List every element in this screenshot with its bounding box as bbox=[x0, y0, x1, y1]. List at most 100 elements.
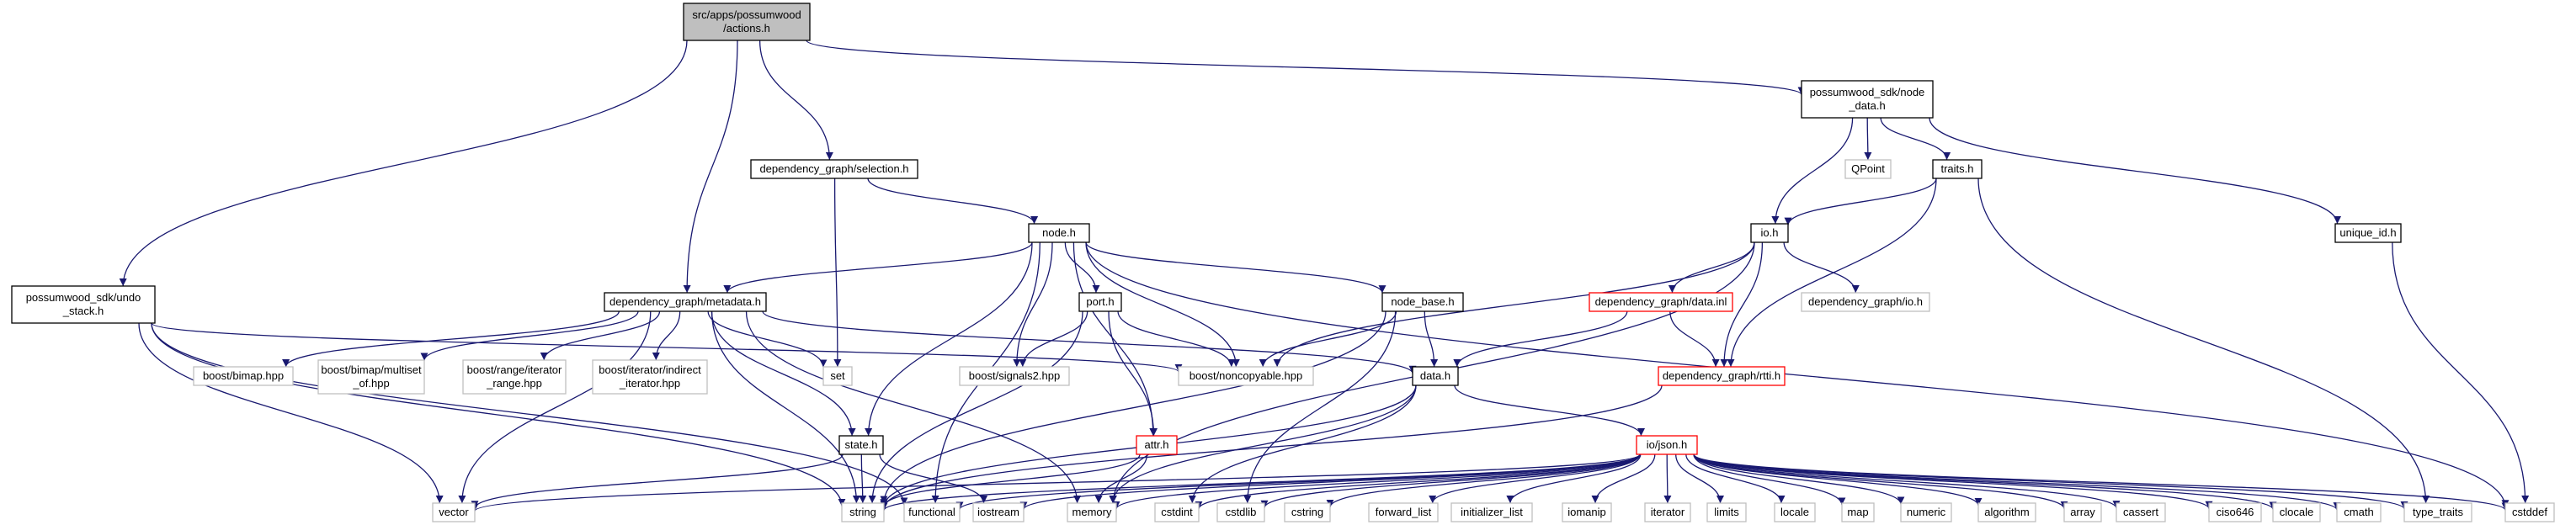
node-label: type_traits bbox=[2413, 506, 2463, 518]
node-box bbox=[1562, 502, 1612, 522]
node-data-inl[interactable]: dependency_graph/data.inl bbox=[1589, 292, 1733, 312]
node-box bbox=[1284, 502, 1331, 522]
edge-state_h-to-string bbox=[859, 453, 867, 504]
node-limits[interactable]: limits bbox=[1706, 502, 1747, 522]
node-box bbox=[1644, 502, 1691, 522]
node-box bbox=[1154, 502, 1200, 522]
node-label: cstdint bbox=[1161, 506, 1193, 518]
node-label: numeric bbox=[1907, 506, 1946, 518]
node-state-h[interactable]: state.h bbox=[838, 435, 884, 455]
node-set[interactable]: set bbox=[822, 366, 853, 386]
edge-data_inl-to-data_h bbox=[1453, 310, 1628, 368]
edge-node_data-to-traits_h bbox=[1880, 117, 1951, 161]
edge-io_h-to-dg_io bbox=[1783, 241, 1860, 294]
node-memory[interactable]: memory bbox=[1067, 502, 1117, 522]
edge-actions-to-metadata bbox=[683, 40, 738, 294]
node-label: unique_id.h bbox=[2339, 226, 2396, 239]
node-io-json-h[interactable]: io/json.h bbox=[1636, 435, 1698, 455]
node-map[interactable]: map bbox=[1841, 502, 1875, 522]
node-boost-bimap[interactable]: boost/bimap.hpp bbox=[193, 366, 294, 386]
node-box bbox=[604, 292, 767, 312]
node-box bbox=[841, 502, 885, 522]
node-label: src/apps/possumwood bbox=[692, 8, 801, 21]
node-cstdlib[interactable]: cstdlib bbox=[1216, 502, 1265, 522]
node-port-h[interactable]: port.h bbox=[1078, 292, 1122, 312]
node-qpoint[interactable]: QPoint bbox=[1844, 159, 1892, 179]
node-cstddef[interactable]: cstddef bbox=[2504, 502, 2555, 522]
node-algorithm[interactable]: algorithm bbox=[1977, 502, 2036, 522]
node-iterator[interactable]: iterator bbox=[1644, 502, 1691, 522]
node-data-h[interactable]: data.h bbox=[1412, 366, 1459, 386]
node-label: clocale bbox=[2280, 506, 2313, 518]
edge-metadata-to-bimap_multiset bbox=[420, 310, 639, 361]
node-box bbox=[750, 159, 918, 179]
node-label: attr.h bbox=[1145, 438, 1169, 451]
edge-data_inl-to-rtti_h bbox=[1669, 310, 1720, 368]
node-iostream[interactable]: iostream bbox=[972, 502, 1025, 522]
node-box bbox=[2272, 502, 2321, 522]
node-box bbox=[2063, 502, 2102, 522]
node-box bbox=[1774, 502, 1816, 522]
edge-io_json-to-functional bbox=[955, 453, 1641, 511]
node-cmath[interactable]: cmath bbox=[2336, 502, 2382, 522]
edge-attr_h-to-string bbox=[880, 453, 1141, 507]
node-label: dependency_graph/io.h bbox=[1808, 295, 1923, 308]
node-ciso646[interactable]: ciso646 bbox=[2208, 502, 2262, 522]
node-actions-h[interactable]: src/apps/possumwood/actions.h bbox=[683, 3, 811, 41]
node-boost-indirect-iterator[interactable]: boost/iterator/indirect_iterator.hpp bbox=[592, 359, 708, 395]
node-attr-h[interactable]: attr.h bbox=[1136, 435, 1178, 455]
node-label: QPoint bbox=[1851, 162, 1885, 175]
node-rtti-h[interactable]: dependency_graph/rtti.h bbox=[1658, 366, 1786, 386]
edge-io_json-to-forward_list bbox=[1429, 453, 1641, 504]
node-box bbox=[683, 3, 811, 41]
node-label: cstddef bbox=[2512, 506, 2547, 518]
node-label: io.h bbox=[1761, 226, 1779, 239]
node-box bbox=[1067, 502, 1117, 522]
edge-actions-to-selection bbox=[758, 40, 833, 161]
node-box bbox=[1844, 159, 1892, 179]
node-box bbox=[1977, 502, 2036, 522]
node-functional[interactable]: functional bbox=[903, 502, 961, 522]
node-forward-list[interactable]: forward_list bbox=[1368, 502, 1439, 522]
node-io-h[interactable]: io.h bbox=[1750, 223, 1789, 243]
node-clocale[interactable]: clocale bbox=[2272, 502, 2321, 522]
node-array[interactable]: array bbox=[2063, 502, 2102, 522]
node-boost-signals2[interactable]: boost/signals2.hpp bbox=[959, 366, 1070, 386]
node-type-traits[interactable]: type_traits bbox=[2403, 502, 2472, 522]
node-boost-bimap-multiset[interactable]: boost/bimap/multiset_of.hpp bbox=[317, 359, 425, 395]
node-undo-stack-h[interactable]: possumwood_sdk/undo_stack.h bbox=[11, 285, 156, 324]
node-label: algorithm bbox=[1984, 506, 2029, 518]
node-metadata-h[interactable]: dependency_graph/metadata.h bbox=[604, 292, 767, 312]
node-label: boost/bimap.hpp bbox=[203, 369, 284, 382]
node-node-data-h[interactable]: possumwood_sdk/node_data.h bbox=[1801, 80, 1934, 119]
node-iomanip[interactable]: iomanip bbox=[1562, 502, 1612, 522]
node-cassert[interactable]: cassert bbox=[2116, 502, 2166, 522]
node-node-h[interactable]: node.h bbox=[1028, 223, 1090, 243]
node-node-base-h[interactable]: node_base.h bbox=[1381, 292, 1464, 312]
node-box bbox=[11, 285, 156, 324]
node-string[interactable]: string bbox=[841, 502, 885, 522]
node-initializer-list[interactable]: initializer_list bbox=[1450, 502, 1533, 522]
node-traits-h[interactable]: traits.h bbox=[1932, 159, 1983, 179]
edge-node_h-to-attr_h bbox=[1072, 241, 1158, 437]
edge-node_h-to-port_h bbox=[1064, 241, 1100, 294]
node-box bbox=[1216, 502, 1265, 522]
node-cstring[interactable]: cstring bbox=[1284, 502, 1331, 522]
node-numeric[interactable]: numeric bbox=[1900, 502, 1952, 522]
node-label: cstring bbox=[1291, 506, 1323, 518]
edge-node_h-to-signals2 bbox=[1013, 241, 1053, 368]
node-dg-io-h[interactable]: dependency_graph/io.h bbox=[1801, 292, 1930, 312]
node-box bbox=[1658, 366, 1786, 386]
node-vector[interactable]: vector bbox=[432, 502, 476, 522]
node-unique-id-h[interactable]: unique_id.h bbox=[2334, 223, 2402, 243]
node-locale[interactable]: locale bbox=[1774, 502, 1816, 522]
node-boost-noncopyable[interactable]: boost/noncopyable.hpp bbox=[1178, 366, 1314, 386]
node-cstdint[interactable]: cstdint bbox=[1154, 502, 1200, 522]
node-boost-iterator-range[interactable]: boost/range/iterator_range.hpp bbox=[462, 359, 567, 395]
node-box bbox=[1706, 502, 1747, 522]
node-box bbox=[959, 366, 1070, 386]
node-selection-h[interactable]: dependency_graph/selection.h bbox=[750, 159, 918, 179]
node-label: dependency_graph/data.inl bbox=[1595, 295, 1727, 308]
edge-io_json-to-iostream bbox=[1019, 453, 1641, 511]
node-label: string bbox=[849, 506, 876, 518]
